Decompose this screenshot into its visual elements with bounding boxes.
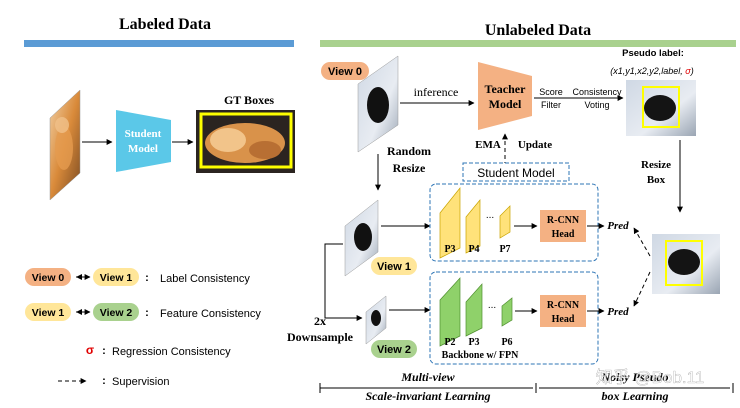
- view0-badge: [321, 62, 369, 80]
- downsample-label-1: 2x: [314, 314, 326, 328]
- pred-bottom: Pred: [607, 306, 629, 318]
- legend-sigma: σ: [86, 343, 94, 357]
- legend-feature-consistency: Feature Consistency: [160, 308, 261, 320]
- legend-view1b-badge: [25, 303, 71, 321]
- p2-bottom: [439, 277, 461, 347]
- view1-badge-label: View 1: [377, 261, 411, 273]
- gt-box: [199, 112, 293, 169]
- student-model-title-box: [462, 162, 570, 182]
- resize-box-label-1: Resize: [641, 159, 671, 171]
- view2-badge-label: View 2: [377, 344, 411, 356]
- branch-view2: [324, 262, 363, 321]
- p2-bottom-label: P2: [444, 337, 455, 348]
- student-frame-top: [429, 183, 599, 262]
- supervision-arrow-bottom: [633, 271, 651, 307]
- multiview-label-1: Multi-view: [400, 370, 455, 384]
- legend-label-consistency: Label Consistency: [160, 273, 250, 285]
- legend-view2-badge: [93, 303, 139, 321]
- rcnn-bottom-label-1: R-CNN: [547, 300, 580, 311]
- pseudo-box: [642, 86, 680, 128]
- view2-badge: [371, 340, 417, 358]
- filter-label: Filter: [541, 100, 561, 110]
- student-model-title: Student Model: [477, 166, 554, 180]
- legend-view0-badge: [25, 268, 71, 286]
- p3-top: [439, 187, 461, 259]
- p3-bottom-label: P3: [468, 337, 479, 348]
- rcnn-top-label-2: Head: [552, 229, 575, 240]
- p4-top-label: P4: [468, 244, 479, 255]
- pseudo-label-tuple: (x1,y1,x2,y2,label, σ): [610, 66, 693, 76]
- voting-label: Voting: [584, 100, 609, 110]
- resized-pseudo-box: [665, 240, 703, 286]
- inference-label: inference: [414, 85, 459, 99]
- legend-view2-label: View 2: [100, 307, 133, 319]
- downsample-label-2: Downsample: [287, 330, 354, 344]
- score-label: Score: [539, 87, 563, 97]
- labeled-student-label-1: Student: [125, 128, 162, 140]
- resized-pseudo-image: [652, 234, 720, 294]
- legend-supervision: Supervision: [112, 376, 169, 388]
- p7-top: [499, 205, 511, 239]
- labeled-student-model: [116, 110, 171, 172]
- p3-top-label: P3: [444, 244, 455, 255]
- update-label: Update: [518, 139, 552, 151]
- dots-bottom: ...: [488, 300, 496, 311]
- unlabeled-heading: Unlabeled Data: [485, 22, 591, 39]
- rcnn-head-top: [540, 210, 586, 242]
- rcnn-head-bottom: [540, 295, 586, 327]
- unlabeled-bar: [320, 40, 736, 47]
- view1-image: [344, 199, 379, 277]
- p6-bottom: [501, 297, 513, 327]
- view0-badge-label: View 0: [328, 66, 362, 78]
- p7-top-label: P7: [499, 244, 510, 255]
- rcnn-bottom-label-2: Head: [552, 314, 575, 325]
- labeled-heading: Labeled Data: [119, 16, 211, 33]
- teacher-label-2: Model: [489, 97, 522, 111]
- labeled-cat-image: [49, 89, 81, 201]
- labeled-student-label-2: Model: [128, 143, 158, 155]
- p3-bottom: [465, 283, 483, 337]
- legend-colon-3: :: [102, 345, 106, 357]
- resize-label: Resize: [393, 161, 426, 175]
- pseudo-tuple-prefix: (x1,y1,x2,y2,label,: [610, 66, 685, 76]
- legend-colon-2: :: [145, 307, 149, 319]
- legend-view0-label: View 0: [32, 272, 65, 284]
- multiview-label-2: Scale-invariant Learning: [365, 389, 490, 403]
- labeled-bar: [24, 40, 294, 47]
- branch-view1: [324, 243, 343, 262]
- pseudo-tuple-suffix: ): [690, 66, 694, 76]
- noisy-label-2: box Learning: [601, 389, 668, 403]
- dots-top: ...: [486, 210, 494, 221]
- teacher-label-1: Teacher: [485, 82, 527, 96]
- pred-top: Pred: [607, 220, 629, 232]
- teacher-model: [478, 62, 532, 130]
- legend-view1-label: View 1: [100, 272, 133, 284]
- ema-label: EMA: [475, 139, 501, 151]
- noisy-label-1: Noisy Pseudo: [601, 370, 669, 384]
- gt-boxes-label: GT Boxes: [224, 93, 274, 107]
- legend-view1-badge: [93, 268, 139, 286]
- resize-box-label-2: Box: [647, 174, 666, 186]
- watermark: 知乎 @Bob.11: [596, 368, 705, 387]
- pseudo-tuple-sigma: σ: [685, 66, 691, 76]
- view1-badge: [371, 257, 417, 275]
- supervision-arrow-top: [633, 227, 651, 257]
- legend-colon-1: :: [145, 272, 149, 284]
- legend-regression-consistency: Regression Consistency: [112, 346, 231, 358]
- legend-colon-4: :: [102, 375, 106, 387]
- view0-image: [357, 55, 399, 153]
- pseudo-image: [626, 80, 696, 136]
- rcnn-top-label-1: R-CNN: [547, 215, 580, 226]
- pseudo-label-title: Pseudo label:: [622, 48, 684, 59]
- p6-bottom-label: P6: [501, 337, 512, 348]
- legend-view1b-label: View 1: [32, 307, 65, 319]
- backbone-label: Backbone w/ FPN: [442, 350, 519, 361]
- random-label: Random: [387, 144, 431, 158]
- student-frame-bottom: [429, 271, 599, 365]
- gt-image: [196, 110, 295, 173]
- view2-image: [365, 295, 387, 345]
- p4-top: [465, 199, 481, 254]
- consistency-label: Consistency: [572, 87, 622, 97]
